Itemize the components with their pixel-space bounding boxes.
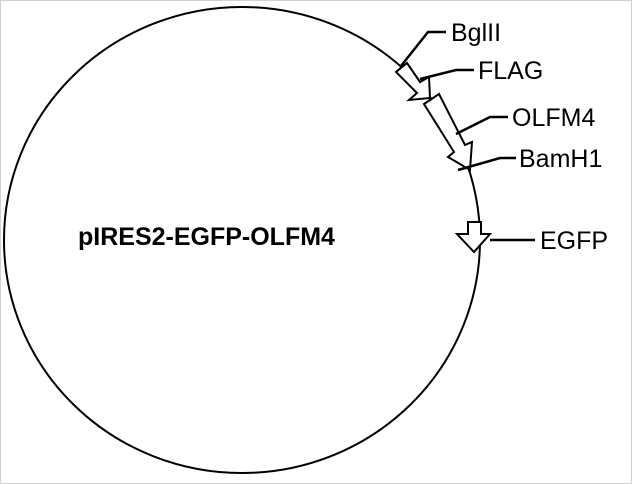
olfm4-leader	[455, 115, 508, 136]
plasmid-name: pIRES2-EGFP-OLFM4	[78, 223, 335, 251]
olfm4-label: OLFM4	[512, 104, 595, 132]
flag-arrow	[394, 61, 432, 102]
bamh1-leader	[457, 156, 516, 172]
egfp-label: EGFP	[540, 227, 608, 255]
flag-leader	[419, 68, 474, 81]
bglII-leader	[400, 30, 446, 67]
egfp-arrow	[454, 221, 493, 254]
bamh1-label: BamH1	[519, 145, 602, 173]
bglII-label: BglII	[451, 19, 501, 47]
flag-label: FLAG	[478, 57, 543, 85]
olfm4-arrow	[422, 92, 474, 172]
